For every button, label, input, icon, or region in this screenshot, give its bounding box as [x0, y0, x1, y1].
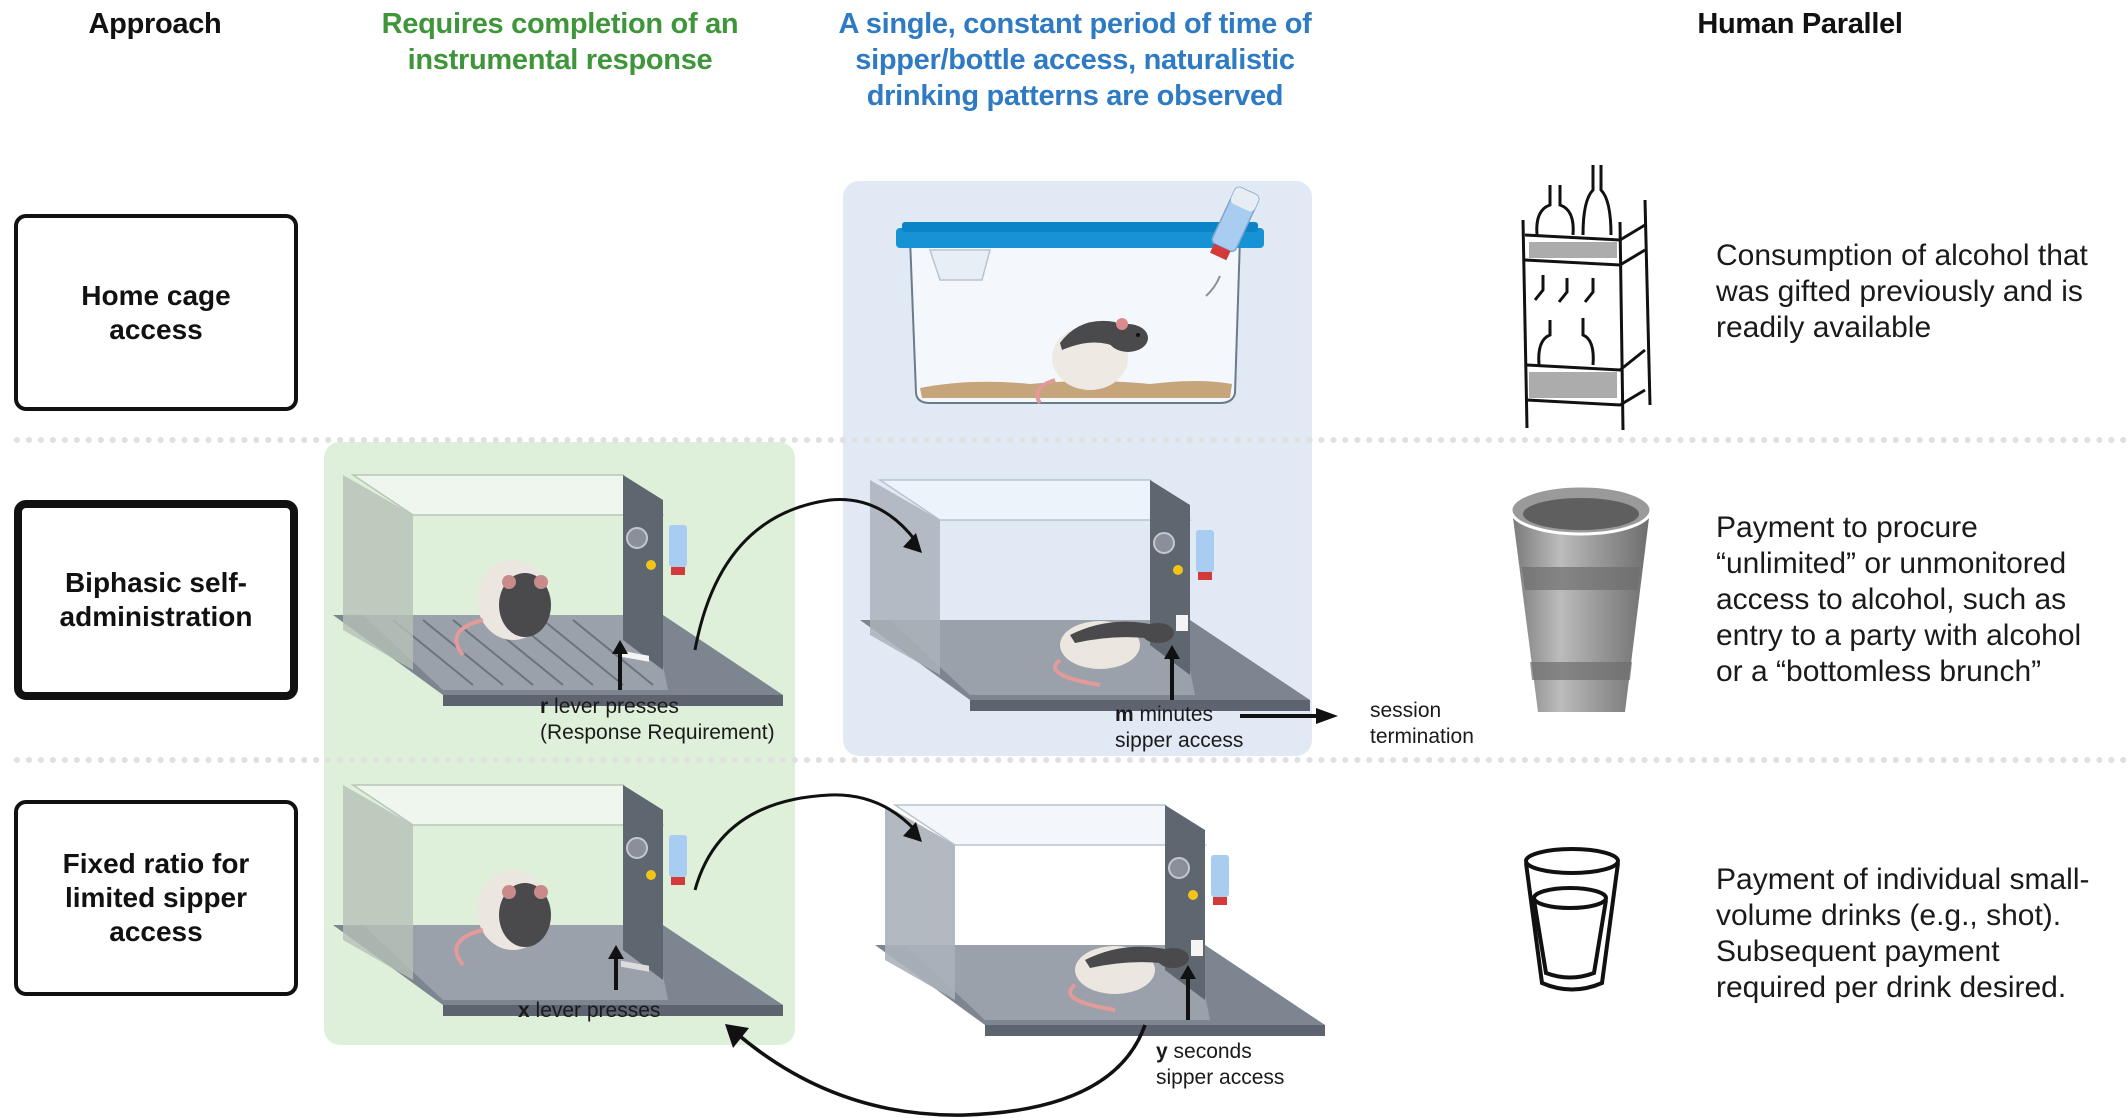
label-y-seconds-sipper: y seconds sipper access	[1156, 1039, 1284, 1091]
sipper-arrow	[1164, 645, 1180, 700]
text-line: volume drinks (e.g., shot).	[1716, 899, 2062, 932]
variable-m: m	[1115, 703, 1134, 726]
approach-label-line: limited sipper	[64, 882, 248, 913]
text-line: required per drink desired.	[1716, 971, 2067, 1004]
rat-icon	[1035, 318, 1148, 405]
header-line: drinking patterns are observed	[866, 80, 1284, 112]
transition-arrow	[693, 793, 922, 891]
header-line: Requires completion of an	[381, 8, 739, 40]
approach-label-line: Fixed ratio for	[62, 848, 250, 879]
text-line: Consumption of alcohol that	[1716, 239, 2088, 272]
shot-glass-icon	[1524, 847, 1620, 992]
approach-label-line: Biphasic self-	[64, 567, 248, 598]
lever-arrow	[612, 640, 628, 690]
approach-home-cage-access: Home cage access	[14, 214, 298, 411]
label-text: lever presses	[548, 695, 679, 718]
human-parallel-fixed-ratio: Payment of individual small- volume drin…	[1716, 862, 2126, 1006]
approach-label-line: Home cage	[81, 279, 231, 311]
transition-arrow	[693, 498, 922, 651]
session-termination-arrow	[1240, 708, 1338, 724]
text-line: “unlimited” or unmonitored	[1716, 547, 2067, 580]
text-line: Payment of individual small-	[1716, 863, 2090, 896]
label-text: sipper access	[1115, 729, 1244, 752]
approach-biphasic-self-administration: Biphasic self- administration	[14, 500, 298, 700]
header-approach: Approach	[88, 8, 222, 40]
text-line: readily available	[1716, 311, 1932, 344]
approach-label-line: administration	[59, 601, 253, 632]
human-parallel-home-cage: Consumption of alcohol that was gifted p…	[1716, 238, 2126, 346]
label-text: sipper access	[1156, 1066, 1285, 1089]
label-text: (Response Requirement)	[540, 721, 775, 744]
header-line: instrumental response	[407, 44, 713, 76]
plastic-party-cup-icon	[1509, 484, 1653, 712]
header-line: A single, constant period of time of	[838, 8, 1312, 40]
lever-arrow	[608, 945, 624, 990]
label-r-lever-presses: r lever presses (Response Requirement)	[540, 694, 775, 746]
operant-chamber-lever	[333, 474, 783, 706]
label-session-termination: session termination	[1370, 698, 1474, 750]
header-line: sipper/bottle access, naturalistic	[855, 44, 1295, 76]
row-divider	[14, 437, 2128, 443]
operant-chamber-lever	[333, 784, 783, 1016]
label-text: lever presses	[529, 999, 661, 1022]
approach-label-line: access	[109, 916, 203, 947]
approach-fixed-ratio-limited-sipper: Fixed ratio for limited sipper access	[14, 800, 298, 996]
home-cage-illustration	[896, 186, 1264, 405]
label-m-minutes-sipper: m minutes sipper access	[1115, 702, 1243, 754]
sipper-arrow	[1180, 965, 1196, 1020]
text-line: was gifted previously and is	[1716, 275, 2083, 308]
rat-icon	[1053, 621, 1174, 687]
label-text: minutes	[1133, 703, 1214, 726]
variable-r: r	[540, 695, 549, 718]
label-x-lever-presses: x lever presses	[518, 998, 660, 1024]
rat-icon	[1068, 946, 1189, 1012]
approach-label-line: access	[109, 313, 203, 345]
rat-icon	[454, 560, 551, 657]
header-constant-access: A single, constant period of time of sip…	[805, 6, 1345, 114]
variable-y: y	[1156, 1040, 1168, 1063]
text-line: or a “bottomless brunch”	[1716, 655, 2042, 688]
operant-chamber-sipper	[875, 804, 1325, 1036]
operant-chamber-sipper	[860, 479, 1310, 711]
bar-cart-with-bottles-icon	[1521, 165, 1652, 431]
rat-icon	[454, 870, 551, 967]
label-text: session	[1370, 699, 1442, 722]
text-line: Payment to procure	[1716, 511, 1978, 544]
text-line: entry to a party with alcohol	[1716, 619, 2082, 652]
text-line: Subsequent payment	[1716, 935, 2000, 968]
human-parallel-biphasic: Payment to procure “unlimited” or unmoni…	[1716, 510, 2126, 690]
header-human-parallel: Human Parallel	[1697, 8, 1903, 40]
variable-x: x	[518, 999, 530, 1022]
header-instrumental-response: Requires completion of an instrumental r…	[340, 6, 780, 78]
text-line: access to alcohol, such as	[1716, 583, 2067, 616]
return-arrow	[725, 1024, 1147, 1117]
label-text: seconds	[1167, 1040, 1252, 1063]
label-text: termination	[1370, 725, 1474, 748]
row-divider	[14, 757, 2128, 763]
